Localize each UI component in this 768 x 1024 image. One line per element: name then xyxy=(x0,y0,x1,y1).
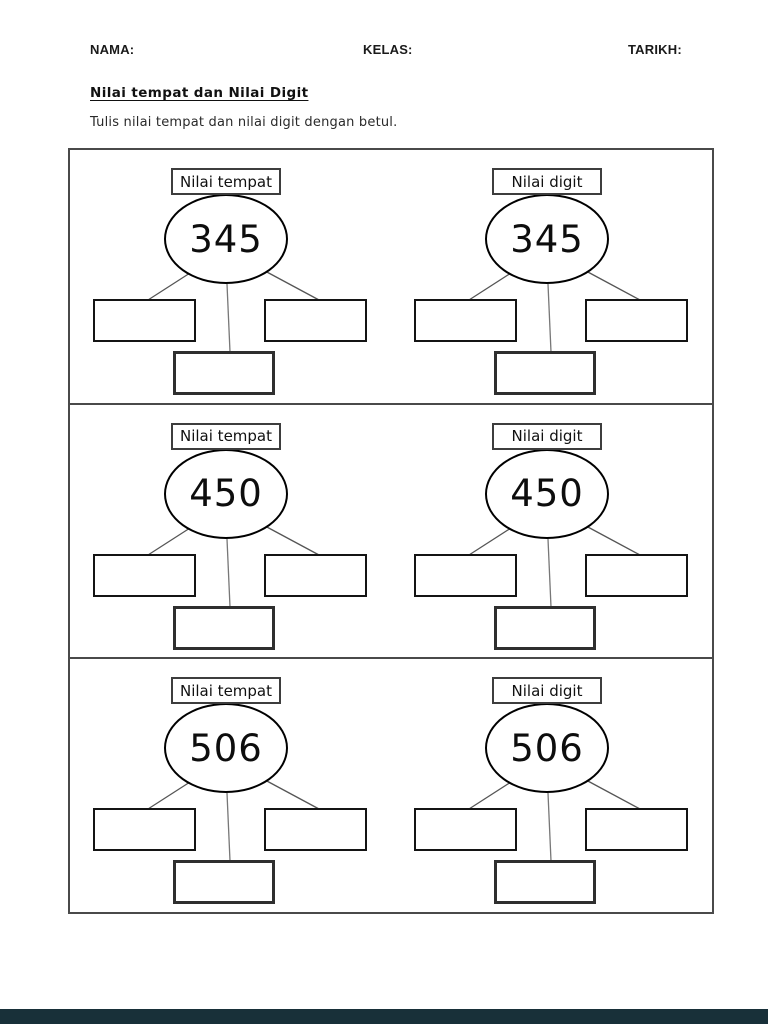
viewer-bottom-bar xyxy=(0,1009,768,1024)
tarikh-label: TARIKH: xyxy=(628,42,682,57)
answer-box-bottom[interactable] xyxy=(494,605,596,650)
digit-value-diagram-506: 506 Nilai digit xyxy=(411,661,711,908)
digit-value-diagram-450: 450 Nilai digit xyxy=(411,407,711,654)
diagram-label: Nilai tempat xyxy=(171,422,281,450)
connector-lines xyxy=(468,779,641,862)
answer-box-bottom[interactable] xyxy=(173,860,275,905)
connector-lines xyxy=(147,270,320,353)
answer-box-right[interactable] xyxy=(264,808,367,852)
number-text: 506 xyxy=(189,726,263,770)
number-text: 506 xyxy=(510,726,584,770)
digit-value-diagram-345: 345 Nilai digit xyxy=(411,152,711,399)
answer-box-right[interactable] xyxy=(264,553,367,597)
answer-box-left[interactable] xyxy=(414,553,517,597)
answer-box-left[interactable] xyxy=(93,553,196,597)
answer-box-bottom[interactable] xyxy=(173,351,275,395)
answer-box-left[interactable] xyxy=(93,299,196,342)
answer-box-left[interactable] xyxy=(93,808,196,852)
answer-box-right[interactable] xyxy=(585,299,688,342)
number-ellipse: 450 xyxy=(164,448,288,539)
section-345: 345 Nilai tempat 345 Nilai digit xyxy=(70,150,712,405)
answer-box-right[interactable] xyxy=(585,553,688,597)
connector-lines xyxy=(147,525,320,607)
kelas-label: KELAS: xyxy=(363,42,413,57)
number-ellipse: 450 xyxy=(485,448,609,539)
answer-box-left[interactable] xyxy=(414,808,517,852)
section-450: 450 Nilai tempat 450 Nilai digit xyxy=(70,405,712,660)
number-ellipse: 506 xyxy=(164,703,288,794)
worksheet-box: 345 Nilai tempat 345 Nilai digit xyxy=(68,148,714,914)
answer-box-right[interactable] xyxy=(585,808,688,852)
number-ellipse: 506 xyxy=(485,703,609,794)
section-506: 506 Nilai tempat 506 Nilai digit xyxy=(70,659,712,912)
answer-box-bottom[interactable] xyxy=(494,351,596,395)
connector-lines xyxy=(147,779,320,862)
answer-box-bottom[interactable] xyxy=(173,605,275,650)
number-ellipse: 345 xyxy=(164,194,288,284)
instruction-text: Tulis nilai tempat dan nilai digit denga… xyxy=(90,115,398,130)
nama-label: NAMA: xyxy=(90,42,135,57)
number-ellipse: 345 xyxy=(485,194,609,284)
diagram-label: Nilai digit xyxy=(492,677,602,705)
diagram-label: Nilai tempat xyxy=(171,168,281,195)
answer-box-right[interactable] xyxy=(264,299,367,342)
connector-lines xyxy=(468,270,641,353)
connector-lines xyxy=(468,525,641,607)
answer-box-bottom[interactable] xyxy=(494,860,596,905)
number-text: 345 xyxy=(189,217,263,261)
number-text: 345 xyxy=(510,217,584,261)
place-value-diagram-506: 506 Nilai tempat xyxy=(90,661,390,908)
page-title: Nilai tempat dan Nilai Digit xyxy=(90,85,309,101)
diagram-label: Nilai digit xyxy=(492,168,602,195)
diagram-label: Nilai digit xyxy=(492,422,602,450)
number-text: 450 xyxy=(189,472,263,516)
diagram-label: Nilai tempat xyxy=(171,677,281,705)
place-value-diagram-450: 450 Nilai tempat xyxy=(90,407,390,654)
place-value-diagram-345: 345 Nilai tempat xyxy=(90,152,390,399)
number-text: 450 xyxy=(510,472,584,516)
answer-box-left[interactable] xyxy=(414,299,517,342)
